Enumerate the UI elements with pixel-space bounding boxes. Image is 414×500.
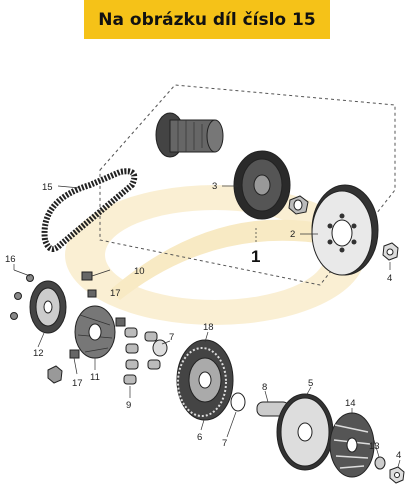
callout-12: 12 xyxy=(33,348,44,359)
clutch-spring-assembly xyxy=(155,112,224,158)
callout-17-lower: 17 xyxy=(72,378,83,389)
watermark-logo xyxy=(65,185,365,325)
callout-4-top: 4 xyxy=(387,273,392,284)
callout-7-lower: 7 xyxy=(222,438,227,449)
callout-1: 1 xyxy=(251,247,260,266)
callout-18: 18 xyxy=(203,322,214,333)
clutch-assembly-outline xyxy=(99,84,396,286)
nut-top xyxy=(382,242,399,261)
callout-16: 16 xyxy=(5,254,16,265)
sliders xyxy=(69,271,126,359)
callout-8: 8 xyxy=(262,382,267,393)
leader-lines xyxy=(13,185,401,468)
clutch-shoe-plate xyxy=(233,150,291,220)
variator-pulley xyxy=(176,339,234,421)
callout-15: 15 xyxy=(42,182,53,193)
washers xyxy=(152,339,246,412)
rollers xyxy=(123,327,161,385)
callout-9: 9 xyxy=(126,400,131,411)
clutch-bell xyxy=(311,184,379,276)
fixed-drive-face xyxy=(276,393,334,471)
callout-14: 14 xyxy=(345,398,356,409)
callout-4-bottom: 4 xyxy=(396,450,401,461)
callout-6: 6 xyxy=(197,432,202,443)
callout-3: 3 xyxy=(212,181,217,192)
bottom-washer-nut xyxy=(374,456,405,484)
clutch-nut xyxy=(288,195,309,215)
drive-belt xyxy=(41,168,138,252)
callout-11: 11 xyxy=(90,372,100,383)
fan-pulley xyxy=(329,412,375,478)
nut-left xyxy=(47,365,63,384)
title-text: Na obrázku díl číslo 15 xyxy=(98,9,316,30)
callout-10: 10 xyxy=(134,266,145,277)
callout-13: 13 xyxy=(369,441,380,452)
callout-2: 2 xyxy=(290,229,295,240)
callout-17-upper: 17 xyxy=(110,288,121,299)
callout-7-upper: 7 xyxy=(169,332,174,343)
callout-5: 5 xyxy=(308,378,313,389)
variator-back-plate xyxy=(29,280,67,334)
ramp-plate xyxy=(74,305,116,359)
screws xyxy=(10,274,34,320)
title-banner: Na obrázku díl číslo 15 xyxy=(84,0,330,39)
